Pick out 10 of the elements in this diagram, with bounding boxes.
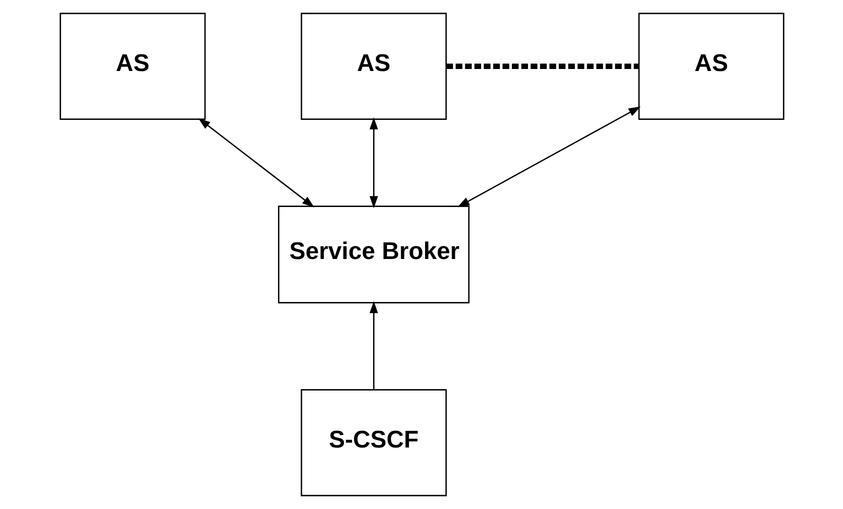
arrow bbox=[198, 118, 314, 208]
arrow bbox=[369, 301, 378, 390]
node-box: AS bbox=[300, 12, 446, 120]
node-box: Service Broker bbox=[278, 206, 470, 304]
connector bbox=[446, 64, 638, 69]
arrow bbox=[369, 117, 378, 208]
node-box: AS bbox=[59, 12, 206, 120]
arrow bbox=[456, 106, 640, 208]
node-box: S-CSCF bbox=[300, 389, 446, 496]
node-box: AS bbox=[638, 12, 784, 120]
